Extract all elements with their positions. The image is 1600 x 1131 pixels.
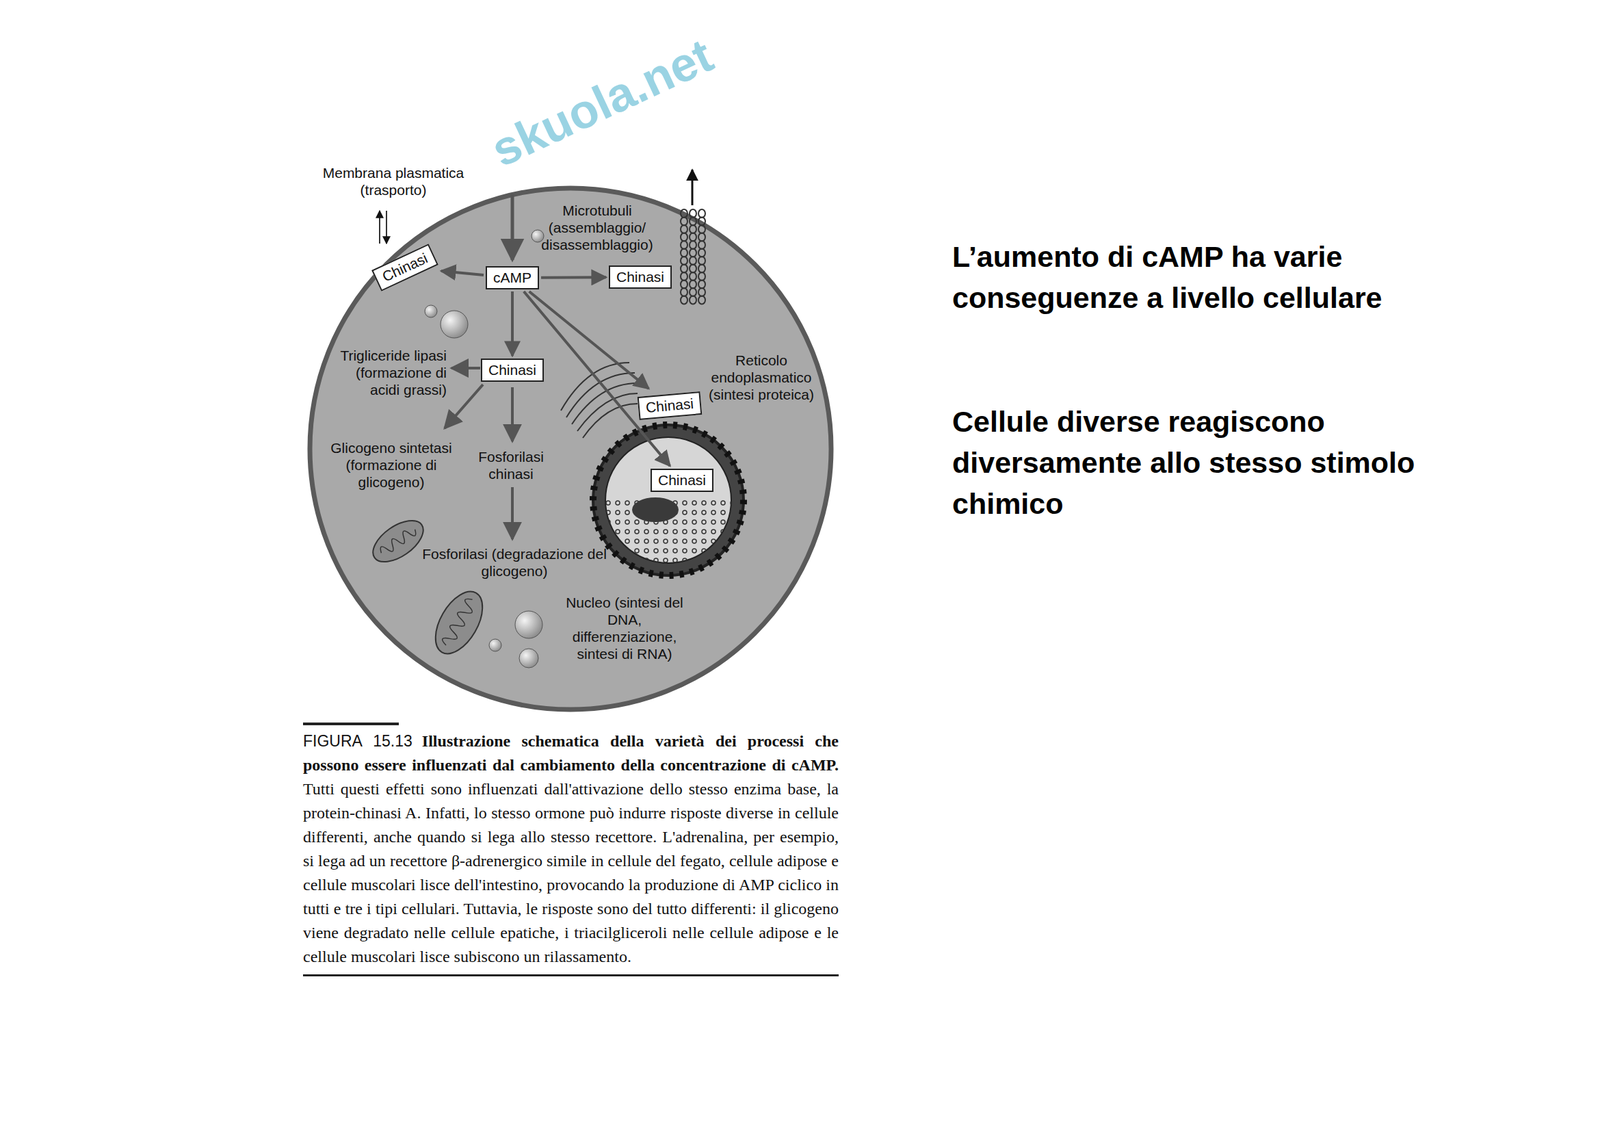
kinase-box: Chinasi bbox=[608, 265, 672, 289]
signal-arrow bbox=[441, 270, 484, 275]
organelle-label: Reticolo endoplasmatico (sintesi proteic… bbox=[706, 351, 817, 404]
node-text: Chinasi bbox=[488, 361, 537, 378]
messenger-box: cAMP bbox=[485, 266, 540, 290]
enzyme-label: Trigliceride lipasi (formazione di acidi… bbox=[322, 346, 447, 399]
membrane-label: Membrana plasmatica (trasporto) bbox=[311, 164, 476, 199]
enzyme-label: Fosforilasi chinasi bbox=[468, 448, 555, 483]
side-note: Cellule diverse reagiscono diversamente … bbox=[952, 400, 1445, 524]
watermark: skuola.net bbox=[482, 28, 721, 178]
signal-arrow bbox=[541, 275, 607, 280]
caption-body: Tutti questi effetti sono influenzati da… bbox=[303, 779, 839, 966]
enzyme-label: Glicogeno sintetasi (formazione di glico… bbox=[318, 439, 466, 492]
caption-paragraph: FIGURA 15.13Illustrazione schematica del… bbox=[303, 723, 839, 969]
figure-number: FIGURA 15.13 bbox=[303, 731, 413, 750]
side-note: L’aumento di cAMP ha varie conseguenze a… bbox=[952, 235, 1445, 319]
node-text: Chinasi bbox=[616, 268, 665, 285]
enzyme-label: Fosforilasi (degradazione del glicogeno) bbox=[418, 545, 611, 580]
kinase-box: Chinasi bbox=[480, 358, 544, 382]
caption-box: FIGURA 15.13Illustrazione schematica del… bbox=[303, 723, 839, 977]
microtubule-label: Microtubuli (assemblaggio/ disassemblagg… bbox=[534, 201, 661, 254]
signal-arrow bbox=[529, 291, 650, 389]
kinase-box: Chinasi bbox=[650, 468, 714, 492]
node-text: Chinasi bbox=[658, 471, 706, 488]
signal-arrow bbox=[510, 291, 514, 356]
node-text: Chinasi bbox=[645, 395, 695, 416]
signal-arrow bbox=[523, 291, 671, 466]
caption-rule bbox=[303, 722, 399, 726]
organelle-label: Nucleo (sintesi del DNA, differenziazion… bbox=[556, 593, 693, 663]
node-text: cAMP bbox=[493, 269, 532, 286]
